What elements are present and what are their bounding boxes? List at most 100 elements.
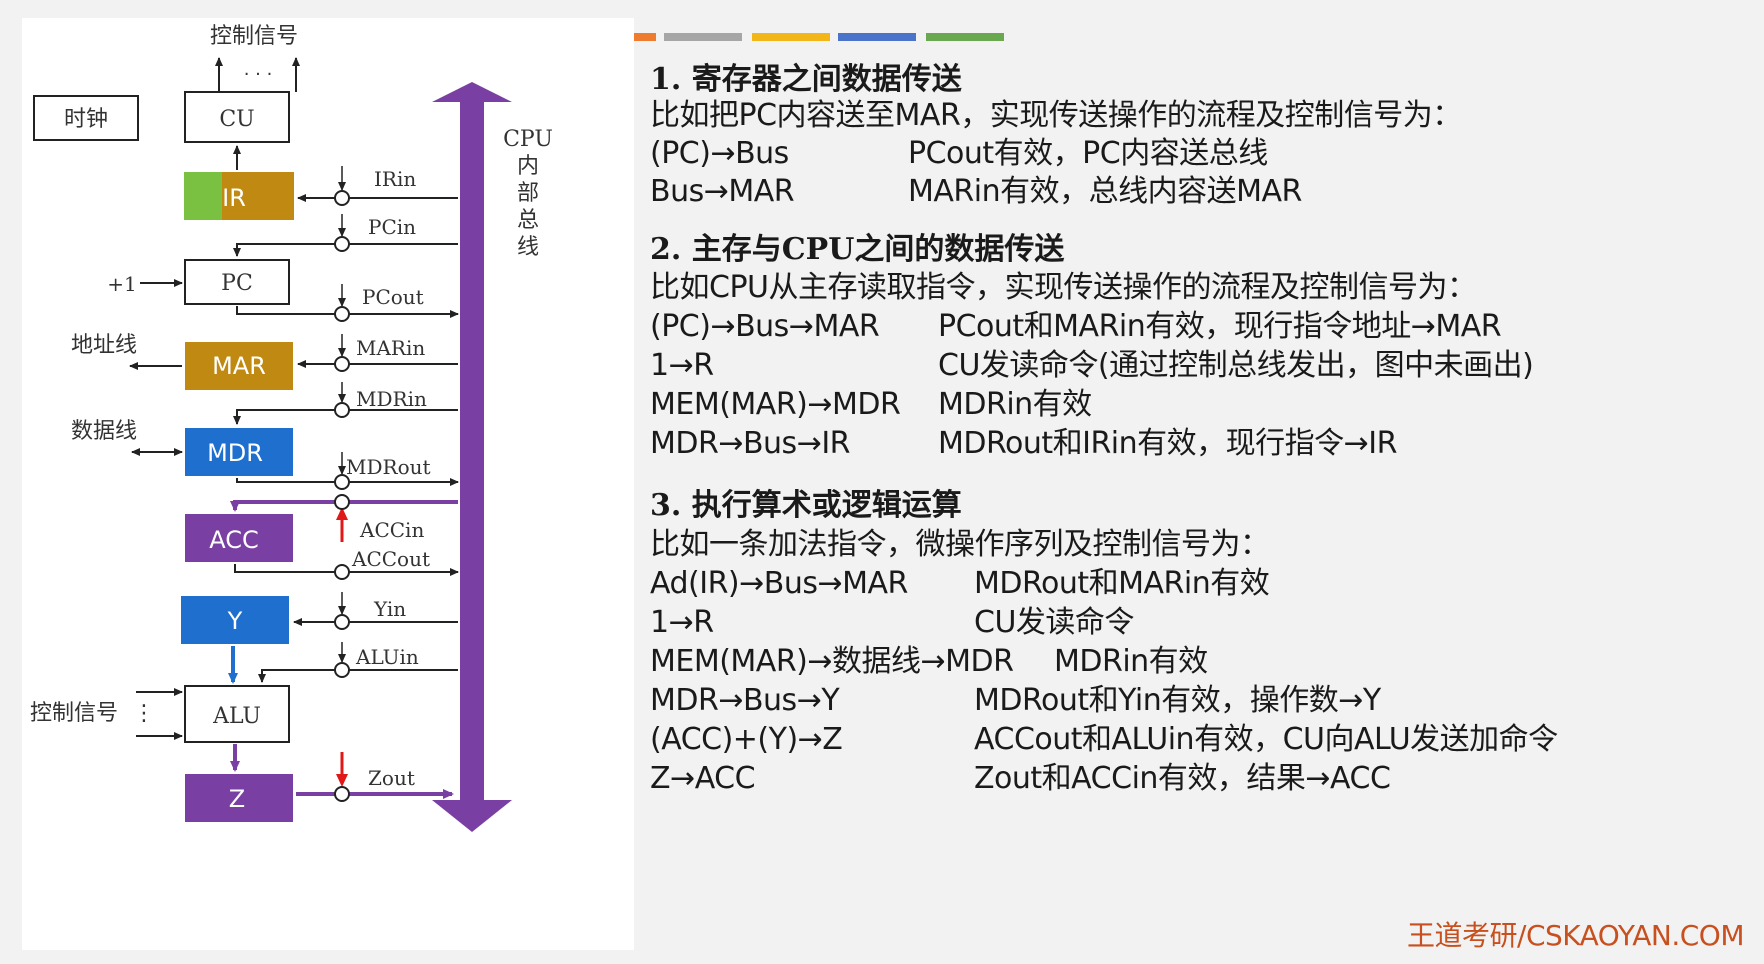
mdrout-gate (334, 474, 350, 490)
pcout-label: PCout (362, 285, 424, 309)
section-3-row-4-op: MDR→Bus→Y (650, 683, 840, 718)
accin-gate (334, 494, 350, 510)
section-3-row-6-op: Z→ACC (650, 761, 756, 796)
pcin-label: PCin (368, 215, 416, 239)
cpu-diagram: 控制信号 · · · 时钟 CU IR PC +1 MAR 地址线 MDR 数据… (22, 18, 634, 950)
section-3-heading: 3. 执行算术或逻辑运算 (650, 488, 962, 523)
section-1-row-1-desc: PCout有效，PC内容送总线 (908, 136, 1268, 171)
brand-watermark: 王道考研/CSKAOYAN.COM (1407, 919, 1744, 952)
aluin-line (258, 669, 458, 683)
pcout-gate (334, 306, 350, 322)
y-register (181, 596, 289, 644)
clock-box (33, 95, 139, 141)
section-3-intro: 比如一条加法指令，微操作序列及控制信号为： (650, 527, 1270, 562)
mdrout-label: MDRout (346, 455, 431, 479)
section-1-intro: 比如把PC内容送至MAR，实现传送操作的流程及控制信号为： (650, 98, 1462, 133)
section-3-row-1-desc: MDRout和MARin有效 (974, 566, 1270, 601)
section-2-row-2-desc: CU发读命令(通过控制总线发出，图中未画出) (938, 348, 1534, 383)
pcout-line (236, 306, 459, 318)
pc-register (184, 259, 290, 305)
top-control-label: 控制信号 (210, 24, 298, 49)
alu-control-dots: ⋮ (133, 701, 155, 726)
marin-gate (334, 356, 350, 372)
clock-label: 时钟 (64, 107, 108, 132)
section-2-intro: 比如CPU从主存读取指令，实现传送操作的流程及控制信号为： (650, 270, 1477, 305)
ir-label: IR (222, 184, 246, 212)
zout-gate (334, 786, 350, 802)
cu-label: CU (219, 107, 254, 132)
pcin-line (233, 243, 458, 257)
bus-label-bu: 部 (517, 181, 539, 206)
section-1-row-1-op: (PC)→Bus (650, 136, 789, 171)
z-register (185, 774, 293, 822)
aluin-gate (334, 662, 350, 678)
section-3-row-3-desc: MDRin有效 (1054, 644, 1208, 679)
section-1-row-2-desc: MARin有效，总线内容送MAR (908, 174, 1302, 209)
section-1-row-2-op: Bus→MAR (650, 174, 795, 209)
section-3-row-1-op: Ad(IR)→Bus→MAR (650, 566, 908, 601)
mdr-register (185, 428, 293, 476)
section-1-heading: 1. 寄存器之间数据传送 (650, 62, 962, 97)
yin-label: Yin (373, 597, 406, 621)
section-2-row-2-op: 1→R (650, 348, 714, 383)
accout-line (234, 564, 459, 576)
alu-label: ALU (212, 704, 261, 729)
control-dots: · · · (244, 64, 273, 85)
top-strip (634, 0, 1764, 24)
accent-bar-blue (838, 33, 916, 41)
ir-register (222, 172, 294, 220)
mar-label: MAR (212, 352, 266, 380)
cpu-datapath-svg: 控制信号 · · · 时钟 CU IR PC +1 MAR 地址线 MDR 数据… (30, 24, 553, 832)
accout-label: ACCout (351, 547, 430, 571)
mdrout-line (236, 478, 459, 486)
section-3-row-2-op: 1→R (650, 605, 714, 640)
z-label: Z (229, 785, 245, 813)
bus-label-zong: 总 (517, 208, 539, 233)
mdrin-line (233, 409, 458, 425)
pc-label: PC (221, 271, 253, 296)
section-2-row-3-op: MEM(MAR)→MDR (650, 387, 901, 422)
section-3-row-5-desc: ACCout和ALUin有效，CU向ALU发送加命令 (974, 722, 1558, 757)
irin-gate (334, 190, 350, 206)
marin-label: MARin (356, 336, 425, 360)
acc-register (185, 514, 293, 562)
alu-control-label: 控制信号 (30, 701, 118, 726)
section-2-row-1-op: (PC)→Bus→MAR (650, 309, 880, 344)
accout-gate (334, 564, 350, 580)
address-line-label: 地址线 (71, 333, 137, 358)
accent-bar-green (926, 33, 1004, 41)
pcin-gate (334, 236, 350, 252)
section-2-heading: 2. 主存与CPU之间的数据传送 (650, 232, 1065, 267)
ir-green-block (184, 172, 224, 220)
section-2-row-4-desc: MDRout和IRin有效，现行指令→IR (938, 426, 1397, 461)
bus-label-nei: 内 (517, 154, 539, 179)
data-line-label: 数据线 (71, 419, 137, 444)
mdr-label: MDR (207, 439, 263, 467)
section-3-row-2-desc: CU发读命令 (974, 605, 1134, 640)
accin-label: ACCin (359, 518, 424, 542)
internal-bus (432, 82, 512, 832)
mdrin-gate (334, 402, 350, 418)
accent-bar-gray (664, 33, 742, 41)
section-3-row-3-op: MEM(MAR)→数据线→MDR (650, 644, 1014, 679)
irin-label: IRin (374, 167, 416, 191)
y-label: Y (227, 607, 243, 635)
accent-bar-yellow (752, 33, 830, 41)
alu-unit (184, 685, 290, 743)
section-2-row-1-desc: PCout和MARin有效，现行指令地址→MAR (938, 309, 1502, 344)
bus-label-xian: 线 (517, 235, 539, 260)
plus-one-label: +1 (107, 272, 136, 296)
section-2-row-3-desc: MDRin有效 (938, 387, 1092, 422)
zout-label: Zout (368, 766, 415, 790)
mdrin-label: MDRin (356, 387, 427, 411)
section-3-row-6-desc: Zout和ACCin有效，结果→ACC (974, 761, 1391, 796)
section-3-row-5-op: (ACC)+(Y)→Z (650, 722, 843, 757)
aluin-label: ALUin (355, 645, 419, 669)
accin-line (230, 500, 458, 512)
bus-label-cpu: CPU (503, 127, 553, 152)
acc-label: ACC (209, 526, 259, 554)
cu-register (184, 91, 290, 143)
section-2-row-4-op: MDR→Bus→IR (650, 426, 851, 461)
yin-gate (334, 614, 350, 630)
mar-register (185, 342, 293, 390)
